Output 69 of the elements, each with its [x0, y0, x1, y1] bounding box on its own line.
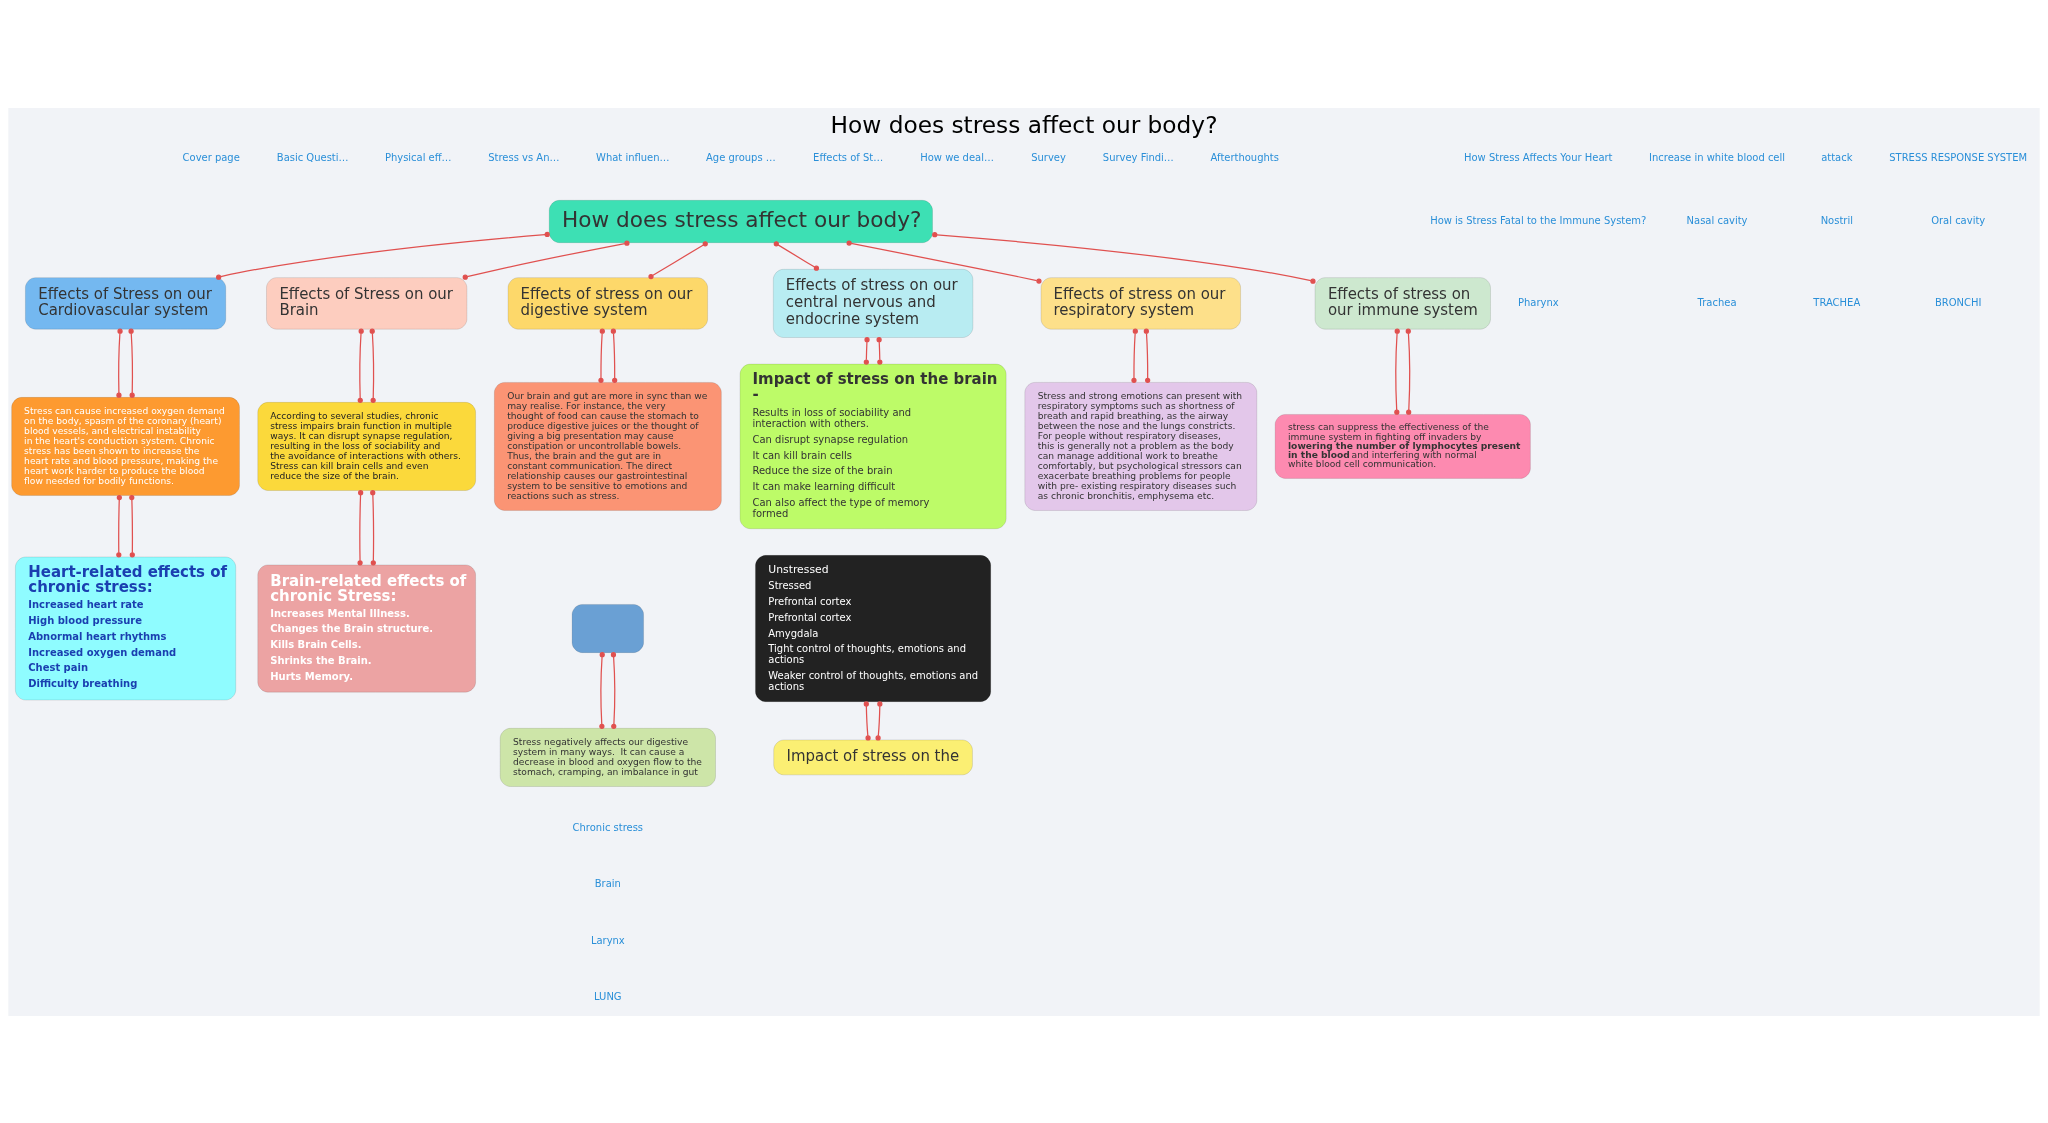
label: What influen…: [596, 151, 670, 163]
node-box: Effects of stress on our central nervous and endocrine system: [772, 268, 974, 338]
node-box: Effects of stress on our immune system: [1314, 276, 1491, 330]
node-box: How does stress affect our body?: [548, 199, 933, 243]
label: Stress vs An…: [488, 151, 560, 163]
connector: [1405, 328, 1412, 415]
connector: [610, 328, 618, 383]
node-box: Stress negatively affects our digestive system in many ways. It can cause a decrease in blood and oxygen flow to the stomach, cramping, an imbalance in gut: [499, 727, 716, 787]
label: How is Stress Fatal to the Immune System?: [1430, 214, 1647, 226]
label: TRACHEA: [1813, 296, 1861, 308]
label: Cover page: [182, 151, 240, 163]
label: Effects of St…: [813, 151, 884, 163]
connector: [216, 231, 550, 280]
node-box: Effects of stress on our digestive system: [507, 276, 709, 330]
label: Nostril: [1820, 214, 1853, 226]
connector: [462, 240, 630, 280]
label: Physical eff…: [384, 151, 452, 163]
connector: [128, 328, 135, 398]
connector: [932, 231, 1316, 284]
connector: [1131, 328, 1138, 383]
node-box: [571, 603, 644, 653]
node-box: Stress can cause increased oxygen demand on the body, spasm of the coronary (heart) blood vessels, and electrical instability in the heart's conduction system. Chronic stress has been shown to increase the heart rate and blood pressure, making the heart work harder to produce the blood flow needed for bodily functions.: [11, 396, 240, 496]
connector: [369, 328, 376, 403]
label: Pharynx: [1517, 296, 1559, 308]
connector: [1143, 328, 1151, 383]
connector: [610, 651, 617, 729]
node-box: Impact of stress on the brain - Results in loss of sociability and interaction with others. Can disrupt synapse regulation It can kill brain cells Reduce the size of the brain It can make learning difficult Can also affect the type of memory formed: [739, 363, 1007, 529]
node-box: stress can suppress the effectiveness of the immune system in fighting off invaders by lowering the number of lymphocytes present in the blood and interfering with normal white blood cell communication.: [1274, 413, 1531, 479]
node-box: Heart-related effects of chronic stress: Increased heart rate High blood pressure Abnormal heart rhythms Increased oxygen demand Chest pain Difficulty breathing: [14, 556, 237, 700]
connector: [863, 700, 871, 741]
label: Chronic stress: [572, 821, 644, 833]
label: Nasal cavity: [1686, 214, 1748, 226]
label: Age groups …: [706, 151, 776, 163]
label: How Stress Affects Your Heart: [1464, 151, 1613, 163]
connector: [116, 328, 123, 398]
connector: [357, 489, 364, 565]
connector: [598, 328, 605, 383]
connector: [846, 239, 1042, 284]
label: How we deal…: [920, 151, 994, 163]
node-box: Stress and strong emotions can present with respiratory symptoms such as shortness of breath and rapid breathing, as the airway between the nose and the lungs constricts. For people without respiratory diseases, this is generally not a problem as the body can manage additional work to breathe comfortably, but psychological stressors can exacerbate breathing problems for people with pre- existing respiratory diseases such as chronic bronchitis, emphysema etc.: [1024, 381, 1258, 511]
connector: [1394, 328, 1400, 415]
connector: [875, 700, 883, 741]
label: Larynx: [590, 934, 625, 946]
node-box: According to several studies, chronic stress impairs brain function in multiple ways. It can disrupt synapse regulation, resulting in the loss of sociability and the avoidance of interactions with others. Stress can kill brain cells and even reduce the size of the brain.: [257, 401, 477, 491]
node-box: Effects of stress on our respiratory system: [1040, 276, 1242, 330]
connector: [357, 328, 364, 403]
label: Afterthoughts: [1210, 151, 1279, 163]
connector: [648, 240, 708, 279]
label: Basic Questi…: [276, 151, 349, 163]
label: Increase in white blood cell: [1649, 151, 1786, 163]
label: Brain: [594, 877, 621, 889]
connector: [599, 651, 605, 729]
node-box: Our brain and gut are more in sync than we may realise. For instance, the very thought of food can cause the stomach to produce digestive juices or the thought of giving a big presentation may cause constipation or uncontrollable bowels. Thus, the brain and the gut are in constant communication. The direct relationship causes our gastrointestinal system to be sensitive to emotions and reactions such as stress.: [493, 381, 722, 511]
label: Survey Findi…: [1102, 151, 1174, 163]
node-box: Impact of stress on the: [773, 739, 973, 775]
label: Oral cavity: [1931, 214, 1986, 226]
connector: [370, 489, 376, 565]
label: attack: [1821, 151, 1853, 163]
label: Trachea: [1697, 296, 1737, 308]
diagram-title: How does stress affect our body?: [830, 110, 1218, 138]
node-box: Brain-related effects of chronic Stress: Increases Mental Illness. Changes the Brain structure. Kills Brain Cells. Shrinks the Brain. Hurts Memory.: [257, 564, 477, 693]
label: LUNG: [594, 990, 622, 1002]
connector: [773, 240, 820, 271]
connector: [129, 494, 135, 557]
label: Survey: [1031, 151, 1066, 163]
connector: [116, 494, 122, 557]
label: BRONCHI: [1934, 296, 1982, 308]
node-box: Unstressed Stressed Prefrontal cortex Prefrontal cortex Amygdala Tight control of thoughts, emotions and actions Weaker control of thoughts, emotions and actions: [755, 554, 992, 702]
label: STRESS RESPONSE SYSTEM: [1889, 151, 2028, 163]
